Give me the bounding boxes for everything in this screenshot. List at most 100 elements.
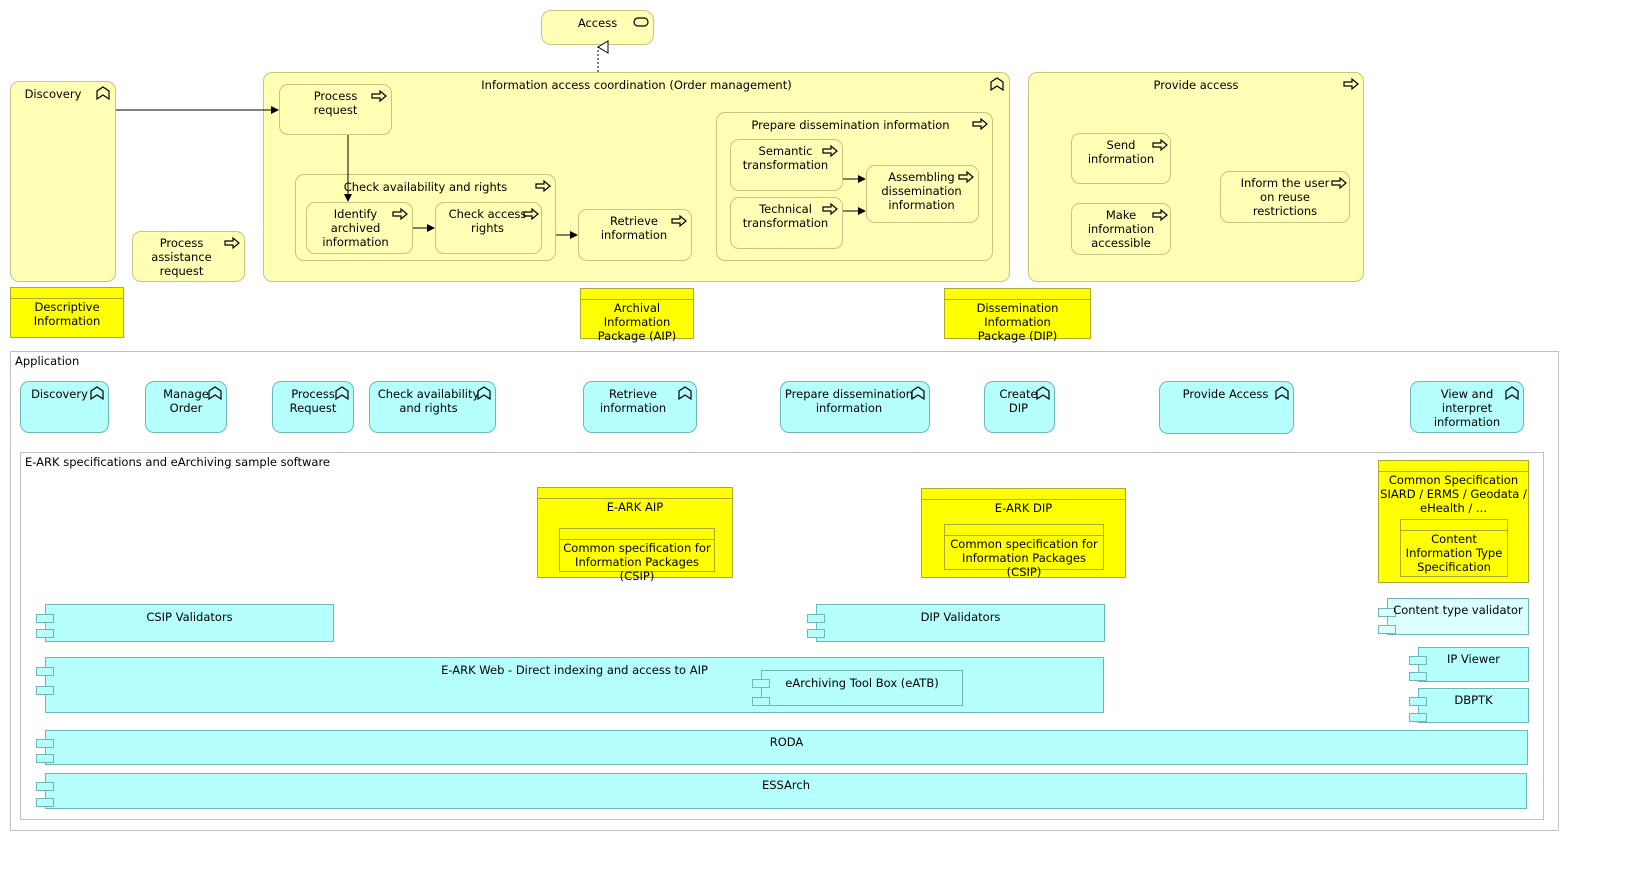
make-accessible-label: Make information accessible	[1087, 208, 1155, 250]
dip-validators-label: DIP Validators	[920, 610, 1001, 624]
function-icon	[910, 386, 926, 400]
technical-transformation-label: Technical transformation	[742, 202, 829, 230]
app-function-check-availability[interactable]: Check availability and rights	[369, 381, 496, 433]
check-access-rights[interactable]: Check access rights	[435, 202, 542, 254]
check-access-rights-label: Check access rights	[448, 207, 527, 235]
inform-reuse-restrictions[interactable]: Inform the user on reuse restrictions	[1220, 171, 1350, 223]
check-availability-label: Check availability and rights	[343, 180, 508, 194]
content-type-spec-label: Content Information Type Specification	[1405, 532, 1503, 574]
eark-aip-object[interactable]: E-ARK AIP Common specification for Infor…	[537, 487, 733, 583]
discovery-function[interactable]: Discovery	[10, 81, 116, 282]
provide-access-label: Provide access	[1153, 78, 1239, 92]
application-group-title: Application	[15, 354, 80, 368]
descriptive-information-object[interactable]: Descriptive Information	[10, 287, 124, 338]
app-function-retrieve-information[interactable]: Retrieve information	[583, 381, 697, 433]
eark-dip-label: E-ARK DIP	[994, 501, 1053, 515]
eatb-label: eArchiving Tool Box (eATB)	[785, 676, 939, 690]
function-icon	[1035, 386, 1051, 400]
component-icon	[1378, 608, 1396, 617]
csip-validators-label: CSIP Validators	[146, 610, 233, 624]
semantic-transformation-label: Semantic transformation	[742, 144, 829, 172]
process-icon	[1152, 208, 1168, 222]
send-information[interactable]: Send information	[1071, 133, 1171, 184]
process-request[interactable]: Process request	[279, 84, 392, 135]
app-function-label: Process Request	[289, 387, 337, 415]
app-function-provide-access[interactable]: Provide Access	[1159, 381, 1294, 434]
app-function-create-dip[interactable]: Create DIP	[984, 381, 1055, 433]
process-icon	[1152, 138, 1168, 152]
content-type-spec-object[interactable]: Content Information Type Specification	[1400, 519, 1508, 577]
function-icon	[677, 386, 693, 400]
essarch-component[interactable]: ESSArch	[36, 773, 1527, 809]
app-function-view-interpret[interactable]: View and interpret information	[1410, 381, 1524, 433]
app-function-label: Provide Access	[1182, 387, 1269, 401]
component-icon	[36, 667, 54, 676]
inform-reuse-label: Inform the user on reuse restrictions	[1240, 176, 1330, 218]
identify-archived-info[interactable]: Identify archived information	[306, 202, 413, 254]
eark-group-title: E-ARK specifications and eArchiving samp…	[25, 455, 331, 469]
common-specification-object[interactable]: Common Specification SIARD / ERMS / Geod…	[1378, 460, 1529, 583]
roda-component[interactable]: RODA	[36, 730, 1528, 765]
eark-aip-label: E-ARK AIP	[606, 500, 664, 514]
process-icon	[1343, 77, 1359, 91]
discovery-function-label: Discovery	[24, 87, 82, 101]
process-icon	[958, 170, 974, 184]
component-icon	[752, 679, 770, 688]
csip-validators-component[interactable]: CSIP Validators	[36, 604, 334, 642]
identify-archived-label: Identify archived information	[322, 207, 389, 249]
app-function-discovery[interactable]: Discovery	[20, 381, 109, 433]
aip-object[interactable]: Archival Information Package (AIP)	[580, 288, 694, 343]
process-assistance-request[interactable]: Process assistance request	[132, 231, 245, 282]
process-icon	[671, 214, 687, 228]
dip-object[interactable]: Dissemination Information Package (DIP)	[944, 288, 1091, 343]
csip-dip-label: Common specification for Information Pac…	[950, 537, 1098, 579]
process-icon	[822, 144, 838, 158]
eatb-component[interactable]: eArchiving Tool Box (eATB)	[752, 670, 963, 706]
component-icon	[36, 782, 54, 791]
eark-dip-object[interactable]: E-ARK DIP Common specification for Infor…	[921, 488, 1126, 579]
component-icon	[36, 739, 54, 748]
function-icon	[89, 386, 105, 400]
dbptk-component[interactable]: DBPTK	[1409, 688, 1529, 723]
semantic-transformation[interactable]: Semantic transformation	[730, 139, 843, 191]
retrieve-information-label: Retrieve information	[600, 214, 668, 242]
technical-transformation[interactable]: Technical transformation	[730, 197, 843, 249]
dip-validators-component[interactable]: DIP Validators	[807, 604, 1105, 642]
process-icon	[822, 202, 838, 216]
csip-aip-label: Common specification for Information Pac…	[563, 541, 711, 583]
process-icon	[535, 179, 551, 193]
aip-object-label: Archival Information Package (AIP)	[597, 301, 677, 343]
function-icon	[207, 386, 223, 400]
process-icon	[1331, 176, 1347, 190]
app-function-manage-order[interactable]: Manage Order	[145, 381, 227, 433]
app-function-process-request[interactable]: Process Request	[272, 381, 354, 433]
retrieve-information-process[interactable]: Retrieve information	[578, 209, 692, 261]
process-assistance-request-label: Process assistance request	[151, 236, 212, 278]
app-function-label: Prepare dissemination information	[784, 387, 914, 415]
service-icon	[633, 15, 649, 29]
access-service[interactable]: Access	[541, 10, 654, 45]
roda-label: RODA	[769, 735, 804, 749]
content-type-validator-component[interactable]: Content type validator	[1378, 598, 1529, 635]
app-function-prepare-dissemination[interactable]: Prepare dissemination information	[780, 381, 930, 433]
process-icon	[972, 117, 988, 131]
app-function-label: Discovery	[31, 387, 88, 401]
dip-object-label: Dissemination Information Package (DIP)	[976, 301, 1059, 343]
csip-aip-object[interactable]: Common specification for Information Pac…	[559, 528, 715, 583]
process-icon	[371, 89, 387, 103]
ip-viewer-component[interactable]: IP Viewer	[1409, 647, 1529, 682]
process-icon	[224, 236, 240, 250]
component-icon	[807, 614, 825, 623]
csip-dip-object[interactable]: Common specification for Information Pac…	[944, 524, 1104, 579]
component-icon	[36, 614, 54, 623]
common-specification-label: Common Specification SIARD / ERMS / Geod…	[1380, 473, 1527, 515]
component-icon	[1409, 697, 1427, 706]
essarch-label: ESSArch	[761, 778, 811, 792]
dbptk-label: DBPTK	[1454, 693, 1493, 707]
function-icon	[1274, 386, 1290, 400]
send-information-label: Send information	[1087, 138, 1155, 166]
process-icon	[523, 207, 539, 221]
process-icon	[392, 207, 408, 221]
assembling-dissemination[interactable]: Assembling dissemination information	[866, 165, 979, 223]
make-information-accessible[interactable]: Make information accessible	[1071, 203, 1171, 255]
